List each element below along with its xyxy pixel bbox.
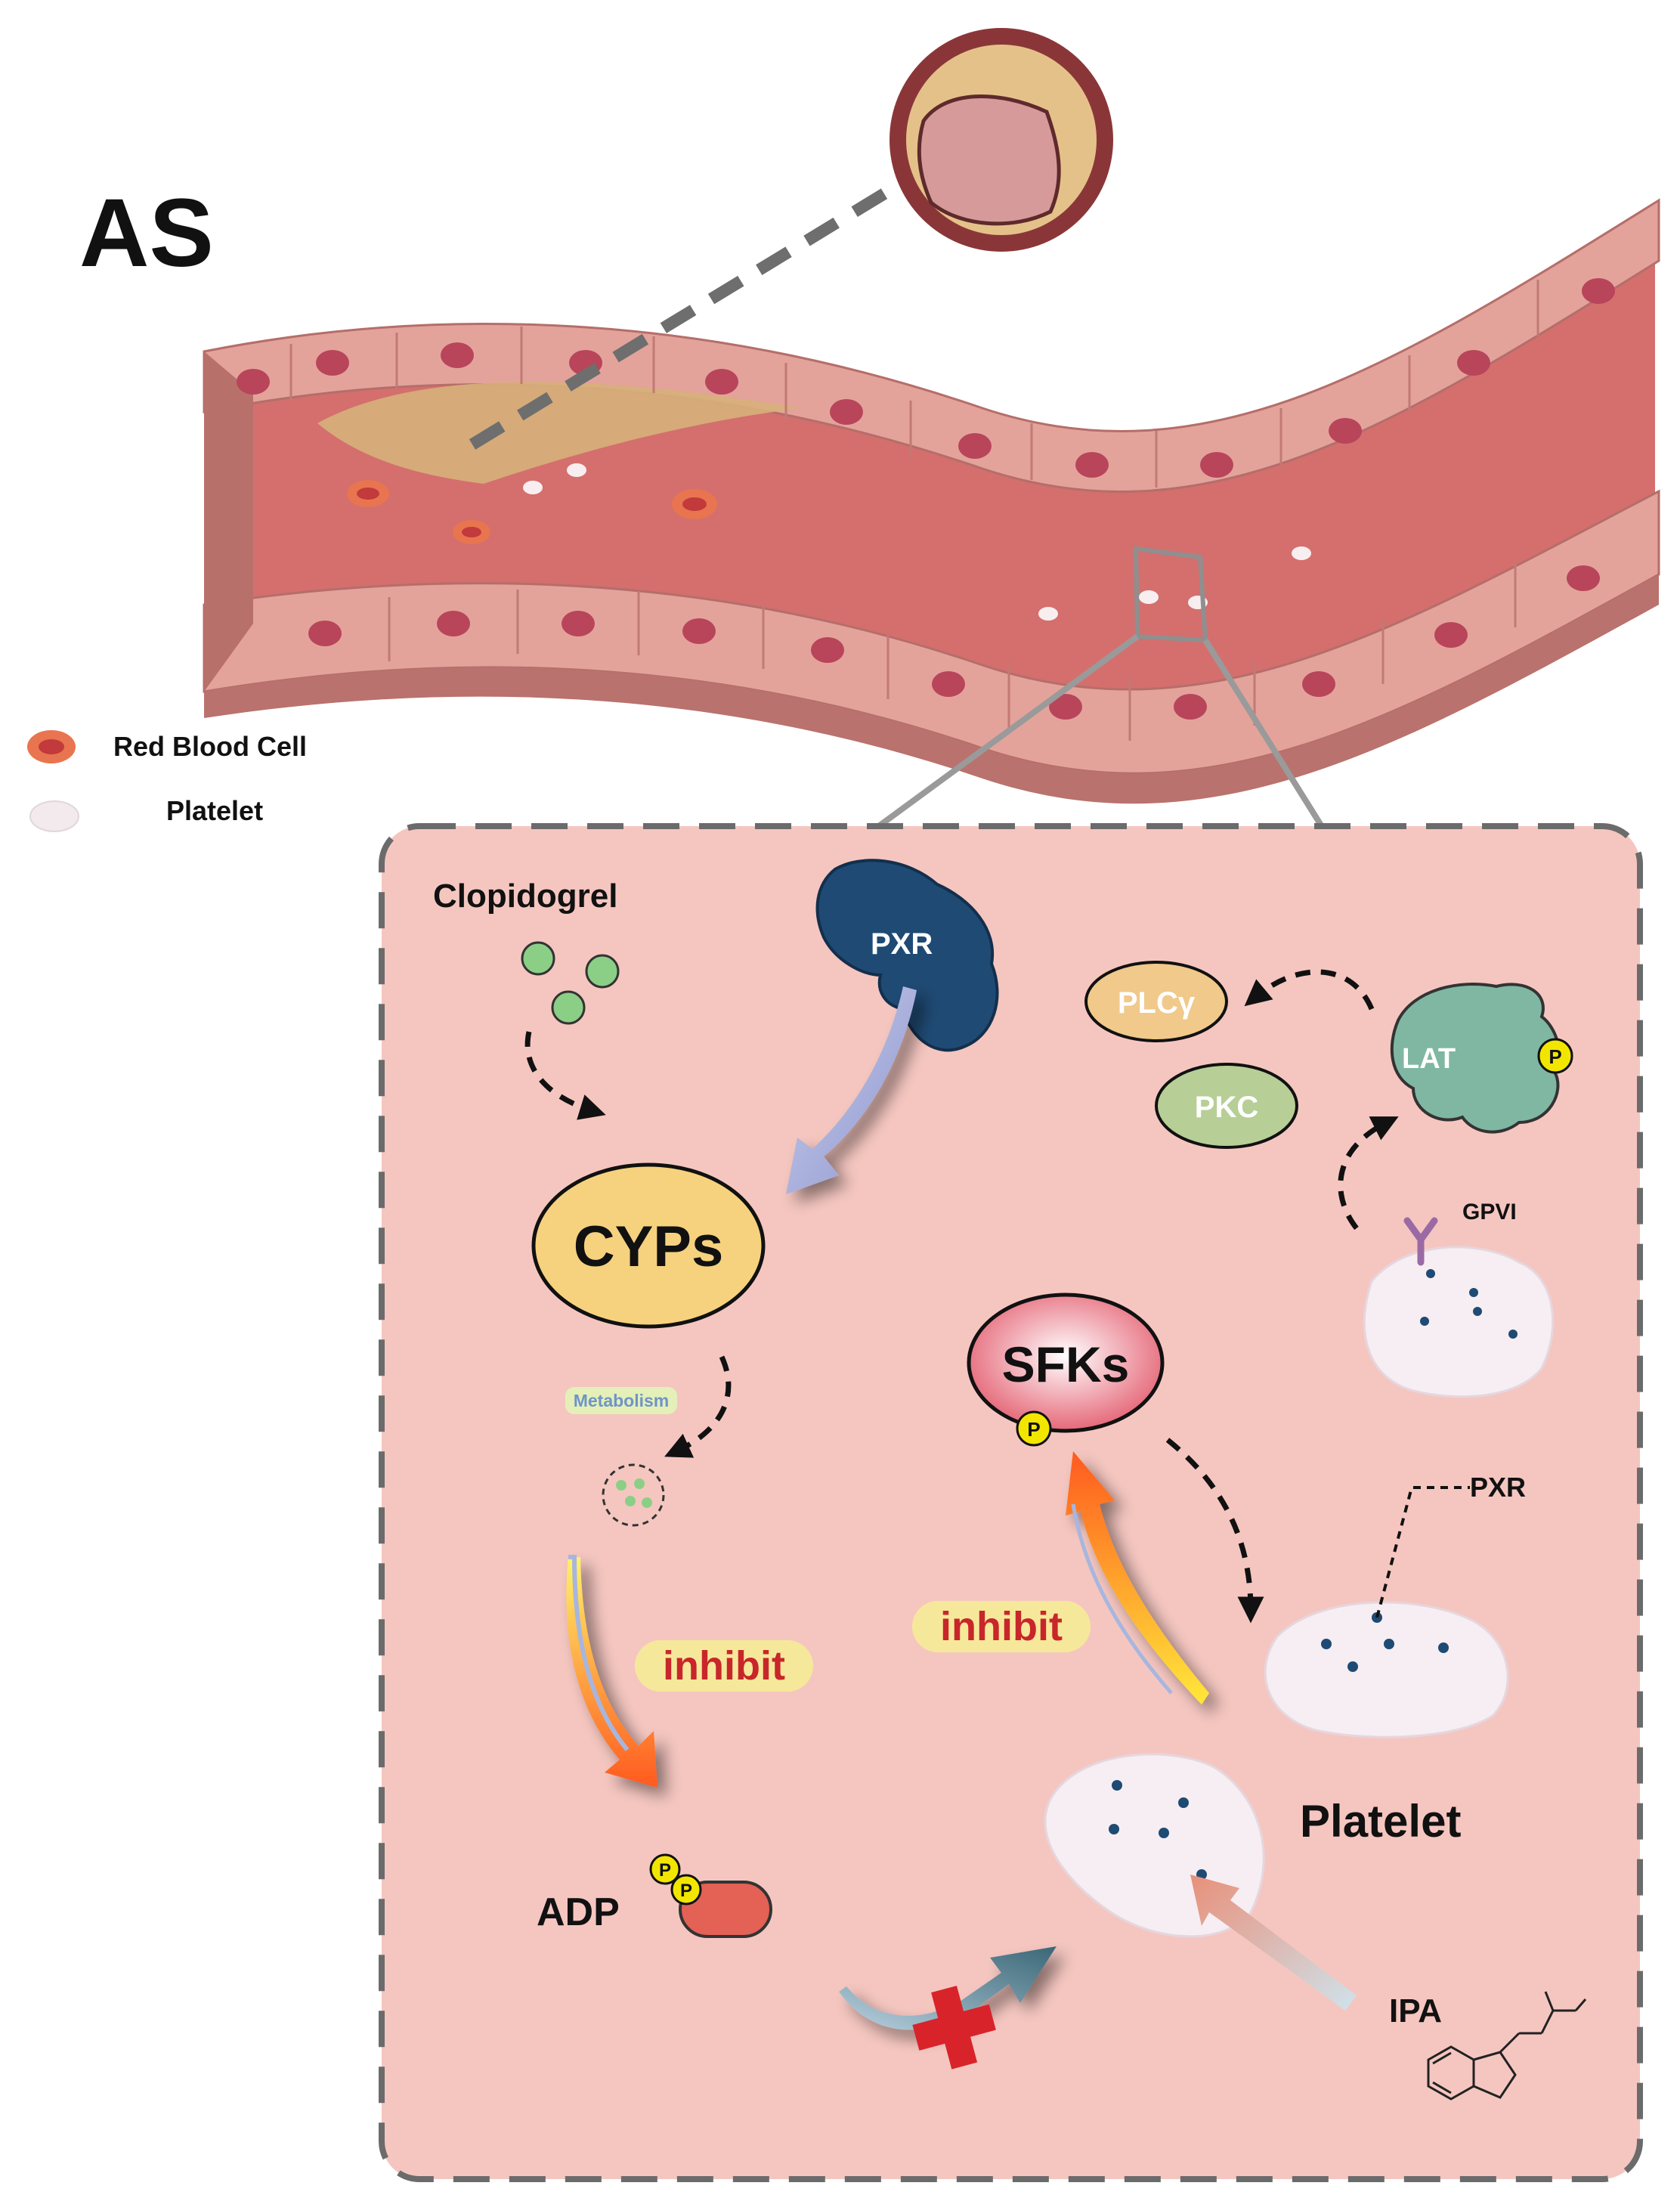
adp-label: ADP	[537, 1890, 620, 1934]
svg-text:P: P	[659, 1860, 671, 1881]
adp-molecule	[679, 1881, 772, 1938]
zoom-connectors	[874, 633, 1326, 831]
blocked-adp-pathway	[839, 1946, 1057, 2070]
svg-text:P: P	[1027, 1418, 1040, 1441]
title-as: AS	[79, 179, 214, 287]
pkc-enzyme	[1155, 1063, 1298, 1149]
active-metabolite	[602, 1463, 665, 1527]
svg-text:P: P	[680, 1881, 692, 1901]
pxr-small-label: PXR	[1470, 1472, 1526, 1503]
clopidogrel-molecules	[521, 941, 620, 1025]
lat-protein	[1390, 983, 1561, 1134]
sfks-kinase	[967, 1293, 1165, 1433]
lumen-platelets	[523, 463, 1311, 621]
legend-platelet-label: Platelet	[166, 795, 263, 826]
pkc-label: PKC	[1195, 1091, 1258, 1124]
top-wall-cells	[237, 278, 1615, 478]
cyps-label: CYPs	[574, 1215, 724, 1279]
ipa-label: IPA	[1389, 1992, 1442, 2029]
gpvi-receptor-icon	[1403, 1217, 1438, 1266]
pxr-label: PXR	[871, 927, 933, 961]
clopidogrel-label: Clopidogrel	[433, 878, 617, 915]
arrow-pxr-to-cyps	[786, 986, 917, 1194]
arrow-sfks-to-platelet	[1165, 1438, 1264, 1624]
platelet-label: Platelet	[1300, 1796, 1461, 1847]
blood-vessel	[203, 198, 1660, 804]
legend: Red Blood Cell Platelet	[27, 730, 307, 832]
legend-rbc-label: Red Blood Cell	[113, 731, 307, 762]
red-cross-icon	[912, 1986, 996, 2070]
cyps-enzyme	[531, 1163, 766, 1329]
inhibit-left-label: inhibit	[663, 1643, 785, 1689]
plcg-label: PLCγ	[1118, 986, 1196, 1020]
arrow-inhibit-sfks	[1066, 1451, 1209, 1704]
arrow-lat-to-plcg	[1244, 969, 1375, 1011]
sfks-phospho	[1016, 1410, 1052, 1447]
arrow-cyps-to-metabolite	[664, 1355, 732, 1458]
adp-phosphates: P P	[649, 1853, 702, 1906]
plcg-enzyme	[1084, 961, 1228, 1042]
legend-platelet-symbol	[29, 800, 79, 832]
sfks-label: SFKs	[1002, 1336, 1130, 1392]
inhibit-right-label: inhibit	[940, 1604, 1063, 1649]
detail-panel	[379, 823, 1643, 2182]
svg-text:P: P	[1549, 1045, 1561, 1068]
plaque-cross-section	[469, 28, 1113, 450]
metabolism-label: Metabolism	[574, 1391, 670, 1410]
pxr-pointer-line	[1375, 1486, 1470, 1618]
arrow-ipa-to-platelet	[1190, 1875, 1357, 2011]
arrow-gpvi-to-lat	[1338, 1116, 1399, 1231]
inhibit-left-badge	[635, 1640, 813, 1692]
inhibit-right-badge	[912, 1601, 1091, 1652]
arrow-clopidogrel-to-cyps	[524, 1031, 606, 1120]
gpvi-label: GPVI	[1462, 1200, 1517, 1224]
pxr-receptor	[815, 859, 999, 1052]
bottom-wall-cells	[308, 565, 1600, 720]
plaque	[317, 382, 801, 484]
ipa-structure-icon	[1427, 1991, 1587, 2101]
gpvi-platelet	[1363, 1217, 1555, 1398]
lat-label: LAT	[1402, 1043, 1456, 1075]
red-blood-cells	[347, 480, 717, 544]
lat-phospho	[1537, 1038, 1573, 1074]
pxr-platelet	[1264, 1601, 1509, 1738]
